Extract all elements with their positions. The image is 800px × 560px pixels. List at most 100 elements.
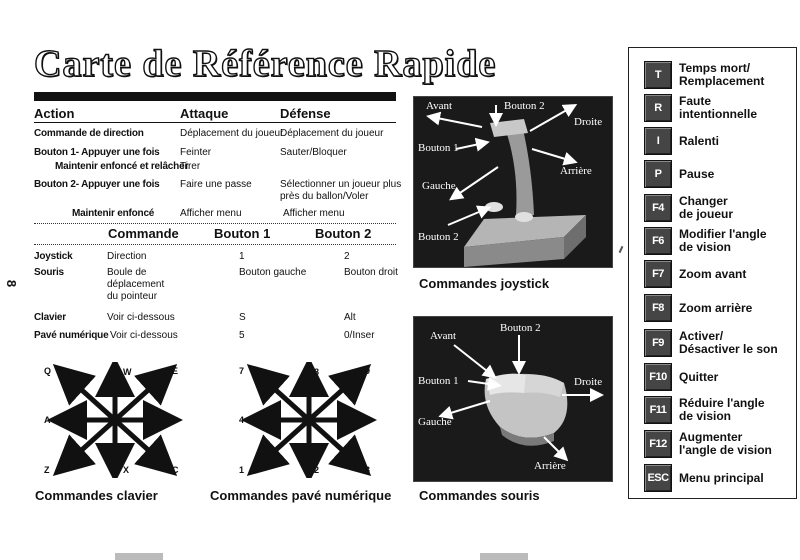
key-description: Augmenter l'angle de vision — [679, 430, 772, 457]
key-badge: P — [644, 160, 672, 188]
key-description: Modifier l'angle de vision — [679, 227, 767, 254]
row-label: Commande de direction — [34, 128, 144, 139]
key-badge: T — [644, 61, 672, 89]
numpad-label-s: 2 — [314, 465, 320, 475]
header-defense: Défense — [280, 106, 331, 121]
key-row-f6: F6 Modifier l'angle de vision — [644, 226, 767, 256]
scan-tab — [115, 553, 163, 560]
key-row-f10: F10 Quitter — [644, 362, 718, 392]
key-row-p: P Pause — [644, 159, 714, 189]
control-label: Souris — [34, 267, 64, 278]
key-badge: ESC — [644, 464, 672, 492]
keyboard-arrows-icon — [47, 362, 183, 478]
key-description: Quitter — [679, 369, 719, 384]
control-label: Joystick — [34, 251, 73, 262]
control-b1: 1 — [239, 251, 245, 262]
key-description: Zoom avant — [679, 266, 747, 281]
numpad-label-nw: 7 — [239, 366, 245, 376]
row-attack: Feinter — [180, 147, 212, 158]
row-attack: Tirer — [180, 161, 201, 172]
keyboard-caption: Commandes clavier — [35, 488, 158, 503]
row-defense: Sauter/Bloquer — [280, 147, 347, 158]
numpad-label-e: 6 — [365, 415, 371, 425]
key-description: Ralenti — [679, 133, 720, 148]
mouse-caption: Commandes souris — [419, 488, 540, 503]
key-description: Activer/ Désactiver le son — [679, 329, 778, 356]
key-row-i: I Ralenti — [644, 126, 719, 156]
key-row-r: R Faute intentionnelle — [644, 93, 757, 123]
row-attack: Faire une passe — [180, 179, 252, 190]
numpad-label-n: 8 — [314, 367, 320, 377]
numpad-label-w: 4 — [239, 415, 245, 425]
control-command: Direction — [107, 251, 147, 262]
control-label: Clavier — [34, 312, 66, 323]
key-row-esc: ESC Menu principal — [644, 463, 764, 493]
title-underline — [34, 92, 396, 101]
key-description: Changer de joueur — [679, 194, 734, 221]
key-reference-panel: T Temps mort/ Remplacement R Faute inten… — [628, 47, 797, 499]
key-description: Menu principal — [679, 470, 764, 485]
mouse-label-forward: Avant — [430, 330, 456, 342]
control-b2: 2 — [344, 251, 350, 262]
row-attack: Afficher menu — [180, 208, 242, 219]
joystick-label-button1: Bouton 1 — [418, 142, 459, 154]
key-badge: F4 — [644, 194, 672, 222]
key-label-w: A — [44, 415, 51, 425]
key-row-f11: F11 Réduire l'angle de vision — [644, 395, 765, 425]
page-title: Carte de Référence Rapide — [33, 42, 497, 85]
control-b2: Alt — [344, 312, 356, 323]
numpad-caption: Commandes pavé numérique — [210, 488, 392, 503]
row-label: Bouton 1- Appuyer une fois — [34, 147, 160, 158]
key-label-n: W — [123, 367, 132, 377]
row-defense: Déplacement du joueur — [280, 128, 384, 139]
key-row-f7: F7 Zoom avant — [644, 259, 746, 289]
key-description: Temps mort/ Remplacement — [679, 61, 765, 88]
joystick-label-forward: Avant — [426, 100, 452, 112]
key-description: Zoom arrière — [679, 300, 753, 315]
key-label-e: D — [172, 415, 179, 425]
key-row-f12: F12 Augmenter l'angle de vision — [644, 429, 772, 459]
numpad-label-se: 3 — [365, 465, 371, 475]
control-command: Voir ci-dessous — [110, 330, 178, 341]
control-b1: S — [239, 312, 246, 323]
key-row-t: T Temps mort/ Remplacement — [644, 60, 764, 90]
row-defense: Afficher menu — [283, 208, 345, 219]
joystick-label-back: Arrière — [560, 165, 592, 177]
key-badge: F8 — [644, 294, 672, 322]
joystick-label-right: Droite — [574, 116, 602, 128]
key-badge: F10 — [644, 363, 672, 391]
key-badge: F11 — [644, 396, 672, 424]
control-b2: Bouton droit — [344, 267, 398, 278]
joystick-label-button2-top: Bouton 2 — [504, 100, 545, 112]
control-header-rule — [34, 244, 396, 245]
header-command: Commande — [108, 226, 179, 241]
key-row-f4: F4 Changer de joueur — [644, 193, 733, 223]
joystick-label-left: Gauche — [422, 180, 456, 192]
row-label: Bouton 2- Appuyer une fois — [34, 179, 160, 190]
table-divider — [34, 223, 396, 224]
control-label: Pavé numérique — [34, 330, 109, 341]
control-b1: 5 — [239, 330, 245, 341]
control-command: Boule de déplacement du pointeur — [107, 267, 165, 302]
key-label-ne: E — [172, 366, 179, 376]
header-button2: Bouton 2 — [315, 226, 372, 241]
key-badge: F6 — [644, 227, 672, 255]
key-label-se: C — [172, 465, 179, 475]
control-b2: 0/Inser — [344, 330, 375, 341]
key-badge: F7 — [644, 260, 672, 288]
key-label-s: X — [123, 465, 130, 475]
joystick-label-button2-bottom: Bouton 2 — [418, 231, 459, 243]
scan-mark — [618, 245, 624, 254]
row-label: Maintenir enfoncé et relâcher — [55, 161, 189, 172]
numpad-label-ne: 9 — [365, 366, 371, 376]
row-attack: Déplacement du joueur — [180, 128, 284, 139]
key-badge: F9 — [644, 329, 672, 357]
key-label-nw: Q — [44, 366, 52, 376]
key-row-f9: F9 Activer/ Désactiver le son — [644, 328, 778, 358]
key-row-f8: F8 Zoom arrière — [644, 293, 752, 323]
key-description: Faute intentionnelle — [679, 94, 757, 121]
page-number: 8 — [4, 279, 20, 288]
row-defense: Sélectionner un joueur plus près du ball… — [280, 179, 402, 202]
mouse-illustration: Avant Bouton 2 Bouton 1 Droite Gauche Ar… — [413, 316, 613, 482]
mouse-label-left: Gauche — [418, 416, 452, 428]
